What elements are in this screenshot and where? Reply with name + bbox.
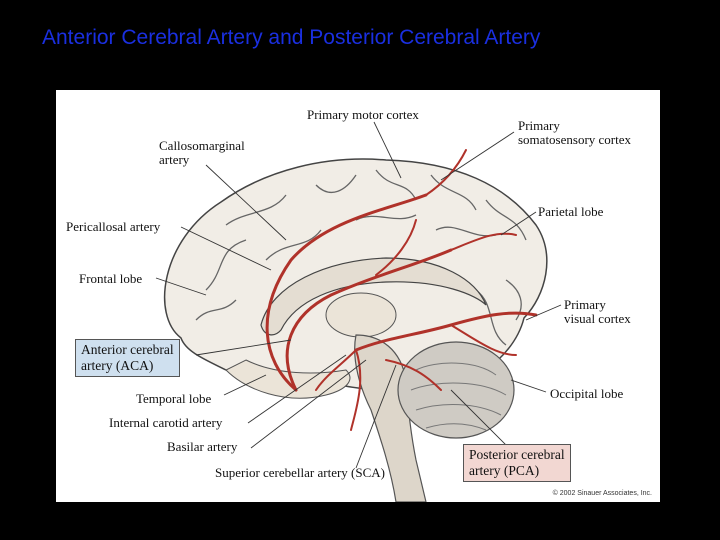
- aca-label-line2: artery (ACA): [81, 358, 174, 374]
- label-primary-somatosensory-line1: Primary: [518, 119, 560, 133]
- pca-label-line1: Posterior cerebral: [469, 447, 565, 463]
- brain-figure: Primary motor cortex Primary somatosenso…: [56, 90, 660, 502]
- label-parietal-lobe: Parietal lobe: [538, 205, 603, 219]
- thalamus: [326, 293, 396, 337]
- label-temporal-lobe: Temporal lobe: [136, 392, 211, 406]
- label-superior-cerebellar-artery: Superior cerebellar artery (SCA): [215, 466, 385, 480]
- label-primary-motor-cortex: Primary motor cortex: [307, 108, 419, 122]
- label-basilar-artery: Basilar artery: [167, 440, 237, 454]
- label-primary-visual-line2: visual cortex: [564, 312, 631, 326]
- label-primary-visual-line1: Primary: [564, 298, 606, 312]
- label-occipital-lobe: Occipital lobe: [550, 387, 623, 401]
- label-primary-somatosensory-line2: somatosensory cortex: [518, 133, 631, 147]
- copyright-notice: © 2002 Sinauer Associates, Inc.: [553, 490, 652, 497]
- aca-label-box: Anterior cerebral artery (ACA): [75, 339, 180, 377]
- label-internal-carotid-artery: Internal carotid artery: [109, 416, 222, 430]
- pca-label-line2: artery (PCA): [469, 463, 565, 479]
- label-pericallosal-artery: Pericallosal artery: [66, 220, 160, 234]
- label-callosomarginal-line1: Callosomarginal: [159, 139, 245, 153]
- pca-label-box: Posterior cerebral artery (PCA): [463, 444, 571, 482]
- aca-label-line1: Anterior cerebral: [81, 342, 174, 358]
- label-frontal-lobe: Frontal lobe: [79, 272, 142, 286]
- brain-illustration: [56, 90, 660, 502]
- slide-title: Anterior Cerebral Artery and Posterior C…: [42, 26, 540, 50]
- label-callosomarginal-line2: artery: [159, 153, 189, 167]
